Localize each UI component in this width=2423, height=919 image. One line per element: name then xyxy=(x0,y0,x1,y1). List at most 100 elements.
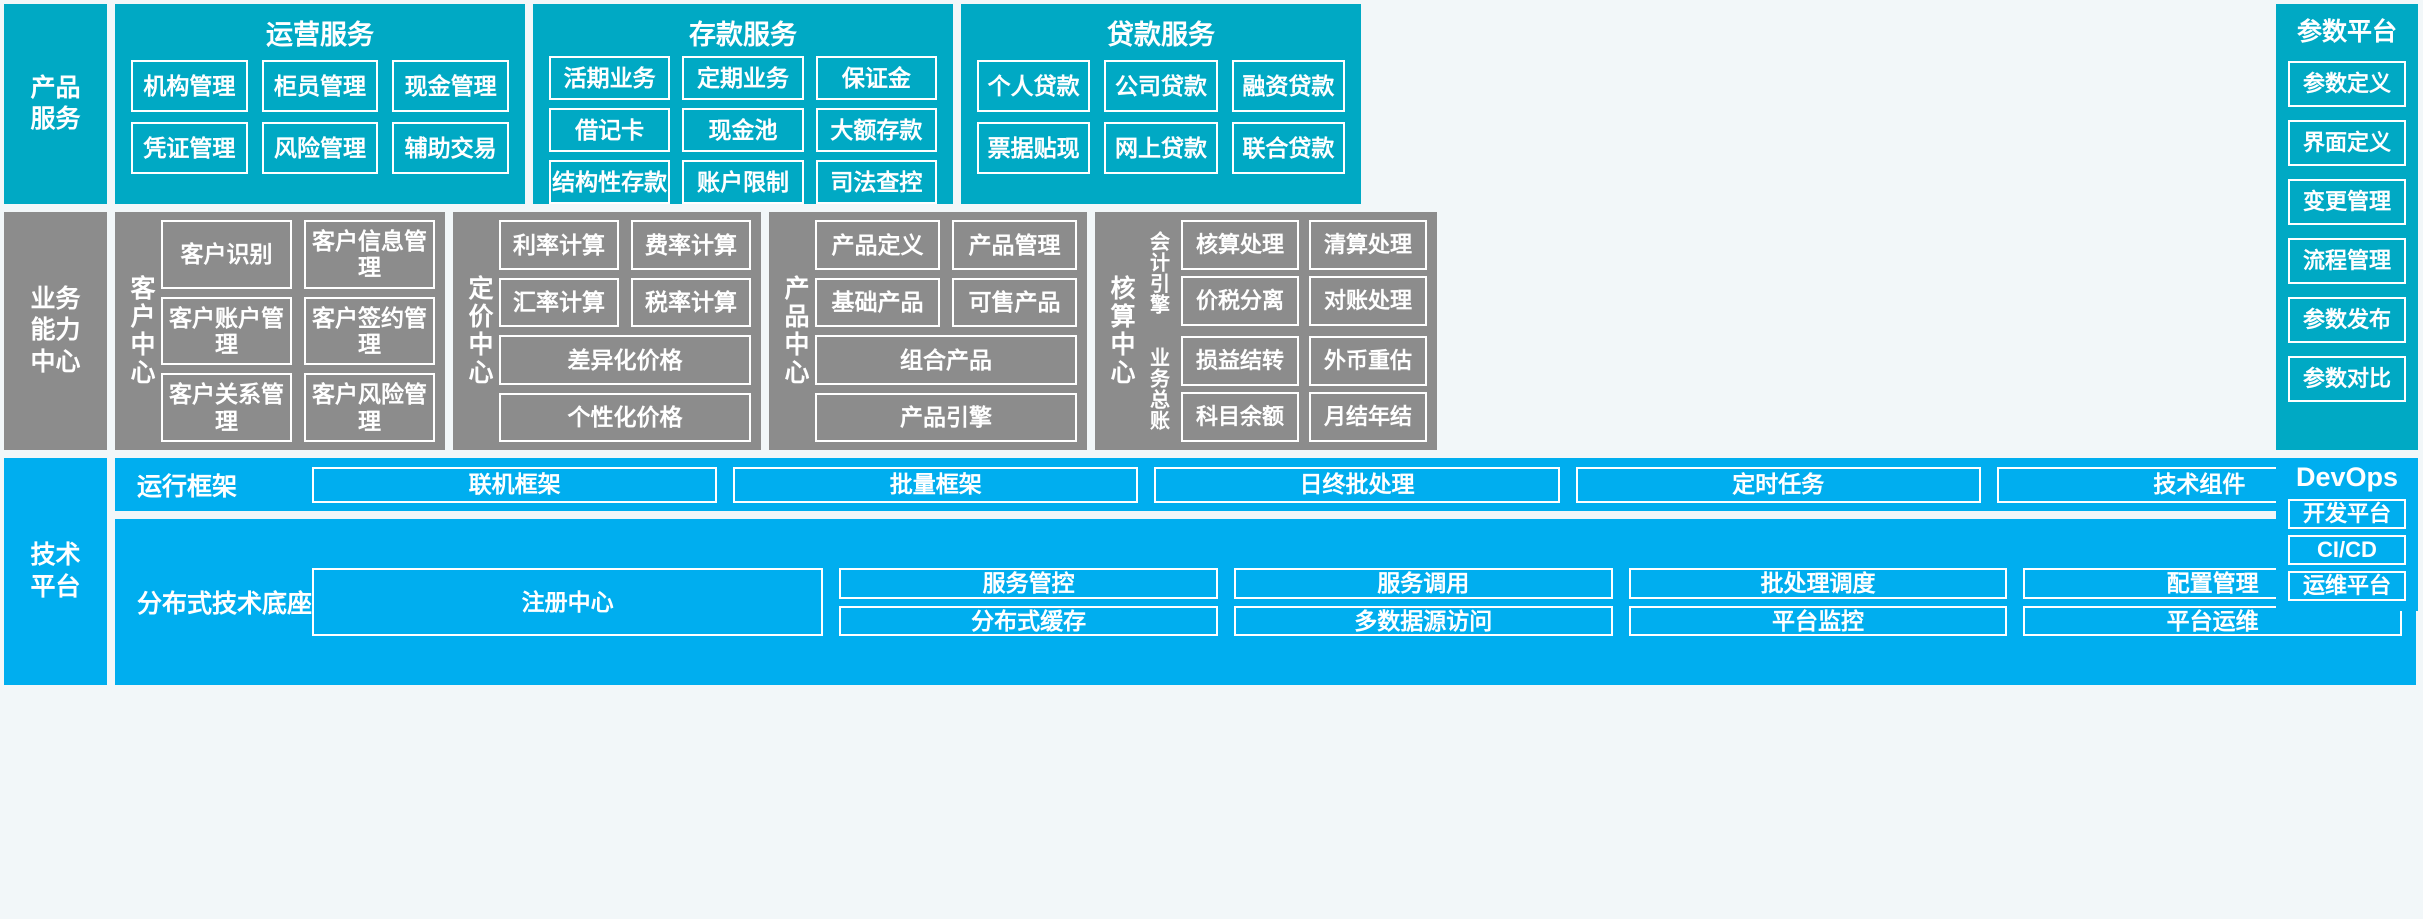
cell-distributed-cache[interactable]: 分布式缓存 xyxy=(839,605,1218,636)
cell-process-management[interactable]: 流程管理 xyxy=(2288,238,2406,284)
cell-demand-business[interactable]: 活期业务 xyxy=(549,56,671,100)
cell-ops-platform[interactable]: 运维平台 xyxy=(2288,571,2406,601)
cell-batch-scheduling[interactable]: 批处理调度 xyxy=(1628,568,2008,599)
cell-customer-contract-mgmt[interactable]: 客户签约管理 xyxy=(304,296,435,366)
cell-time-business[interactable]: 定期业务 xyxy=(682,56,804,100)
cell-interface-definition[interactable]: 界面定义 xyxy=(2288,120,2406,166)
panel-accounting-center[interactable]: 核算中心 会计引擎 核算处理 清算处理 价税分离 对账处理 业务总账 损益结转 … xyxy=(1095,212,1437,450)
cell-service-invocation[interactable]: 服务调用 xyxy=(1233,568,1613,599)
row-distributed-technology-base[interactable]: 分布式技术底座 注册中心 服务管控 服务调用 批处理调度 配置管理 分布式缓存 … xyxy=(115,519,2416,685)
cell-financing-loan[interactable]: 融资贷款 xyxy=(1231,60,1345,112)
cell-structured-deposit[interactable]: 结构性存款 xyxy=(549,160,671,204)
cell-foreign-currency-revaluation[interactable]: 外币重估 xyxy=(1309,336,1427,386)
accounting-center-inner: 会计引擎 核算处理 清算处理 价税分离 对账处理 业务总账 损益结转 外币重估 … xyxy=(1141,220,1427,442)
panel-pricing-center[interactable]: 定价中心 利率计算 费率计算 汇率计算 税率计算 差异化价格 个性化价格 xyxy=(453,212,761,450)
cell-technical-component[interactable]: 技术组件 xyxy=(1996,466,2402,503)
cell-price-tax-separation[interactable]: 价税分离 xyxy=(1181,276,1299,326)
panel-loan-service[interactable]: 贷款服务 个人贷款 公司贷款 融资贷款 票据贴现 网上贷款 联合贷款 xyxy=(961,4,1361,204)
cell-configuration-mgmt[interactable]: 配置管理 xyxy=(2023,568,2402,599)
cell-sellable-product[interactable]: 可售产品 xyxy=(952,277,1077,327)
cell-risk-mgmt[interactable]: 风险管理 xyxy=(261,122,379,174)
cell-parameter-definition[interactable]: 参数定义 xyxy=(2288,61,2406,107)
cell-margin-deposit[interactable]: 保证金 xyxy=(815,56,937,100)
band-label-business-capability: 业务 能力 中心 xyxy=(4,212,107,450)
cell-month-year-end-closing[interactable]: 月结年结 xyxy=(1309,392,1427,442)
row-runtime-framework[interactable]: 运行框架 联机框架 批量框架 日终批处理 定时任务 技术组件 xyxy=(115,458,2416,511)
vlabel-business-ledger: 业务总账 xyxy=(1146,347,1169,431)
cell-customer-risk-mgmt[interactable]: 客户风险管理 xyxy=(304,373,435,442)
business-capability-band: 业务 能力 中心 客户中心 客户识别 客户信息管理 客户账户管理 客户签约管理 … xyxy=(4,212,2416,450)
panel-operation-service[interactable]: 运营服务 机构管理 柜员管理 现金管理 凭证管理 风险管理 辅助交易 xyxy=(115,4,525,204)
cell-batch-framework[interactable]: 批量框架 xyxy=(733,466,1139,503)
cell-cash-pool[interactable]: 现金池 xyxy=(682,108,804,152)
cell-judicial-control[interactable]: 司法查控 xyxy=(815,160,937,204)
cell-tax-rate-calc[interactable]: 税率计算 xyxy=(631,277,751,327)
cell-interest-rate-calc[interactable]: 利率计算 xyxy=(499,220,619,270)
cell-customer-info-mgmt[interactable]: 客户信息管理 xyxy=(304,220,435,289)
cell-teller-mgmt[interactable]: 柜员管理 xyxy=(261,60,379,112)
cell-platform-monitoring[interactable]: 平台监控 xyxy=(1628,605,2008,636)
panel-devops[interactable]: DevOps 开发平台 CI/CD 运维平台 xyxy=(2276,458,2418,611)
cell-parameter-publish[interactable]: 参数发布 xyxy=(2288,297,2406,343)
cell-org-mgmt[interactable]: 机构管理 xyxy=(131,60,248,112)
panel-customer-center[interactable]: 客户中心 客户识别 客户信息管理 客户账户管理 客户签约管理 客户关系管理 客户… xyxy=(115,212,445,450)
operation-service-grid: 机构管理 柜员管理 现金管理 凭证管理 风险管理 辅助交易 xyxy=(115,52,525,186)
right-column: 参数平台 参数定义 界面定义 变更管理 流程管理 参数发布 参数对比 DevOp… xyxy=(2276,4,2418,611)
cell-cash-mgmt[interactable]: 现金管理 xyxy=(392,60,509,112)
panel-title-operation-service: 运营服务 xyxy=(266,20,374,50)
panel-deposit-service[interactable]: 存款服务 活期业务 定期业务 保证金 借记卡 现金池 大额存款 结构性存款 账户… xyxy=(533,4,953,204)
rowlabel-runtime-framework: 运行框架 xyxy=(137,472,238,501)
cell-composite-product[interactable]: 组合产品 xyxy=(815,335,1077,385)
cell-differentiated-price[interactable]: 差异化价格 xyxy=(499,335,751,385)
cell-service-governance[interactable]: 服务管控 xyxy=(839,568,1218,599)
cell-corporate-loan[interactable]: 公司贷款 xyxy=(1104,60,1218,112)
cell-voucher-mgmt[interactable]: 凭证管理 xyxy=(131,122,248,174)
cell-customer-relation-mgmt[interactable]: 客户关系管理 xyxy=(161,373,292,442)
cell-scheduled-task[interactable]: 定时任务 xyxy=(1575,466,1981,503)
cell-change-management[interactable]: 变更管理 xyxy=(2288,179,2406,225)
cell-personalized-price[interactable]: 个性化价格 xyxy=(499,392,751,442)
cell-accounting-processing[interactable]: 核算处理 xyxy=(1181,220,1299,270)
subgroup-accounting-engine: 会计引擎 核算处理 清算处理 价税分离 对账处理 xyxy=(1141,220,1427,326)
business-ledger-grid: 损益结转 外币重估 科目余额 月结年结 xyxy=(1181,336,1427,442)
cell-ci-cd[interactable]: CI/CD xyxy=(2288,535,2406,565)
cell-auxiliary-txn[interactable]: 辅助交易 xyxy=(392,122,509,174)
vlabel-accounting-engine: 会计引擎 xyxy=(1146,231,1169,315)
cell-exchange-rate-calc[interactable]: 汇率计算 xyxy=(499,277,619,327)
cell-joint-loan[interactable]: 联合贷款 xyxy=(1231,122,1345,174)
cell-reconciliation-processing[interactable]: 对账处理 xyxy=(1309,276,1427,326)
cell-product-definition[interactable]: 产品定义 xyxy=(815,220,940,270)
cell-debit-card[interactable]: 借记卡 xyxy=(549,108,671,152)
cell-large-deposit[interactable]: 大额存款 xyxy=(815,108,937,152)
cell-online-loan[interactable]: 网上贷款 xyxy=(1104,122,1218,174)
cell-bill-discount[interactable]: 票据贴现 xyxy=(977,122,1091,174)
cell-online-framework[interactable]: 联机框架 xyxy=(312,466,718,503)
cell-multi-datasource-access[interactable]: 多数据源访问 xyxy=(1233,605,1613,636)
cell-parameter-compare[interactable]: 参数对比 xyxy=(2288,356,2406,402)
cell-platform-operations[interactable]: 平台运维 xyxy=(2023,605,2402,636)
panel-parameter-platform[interactable]: 参数平台 参数定义 界面定义 变更管理 流程管理 参数发布 参数对比 xyxy=(2276,4,2418,450)
cell-profit-loss-carryover[interactable]: 损益结转 xyxy=(1181,336,1299,386)
cell-customer-account-mgmt[interactable]: 客户账户管理 xyxy=(161,296,292,366)
cell-product-management[interactable]: 产品管理 xyxy=(952,220,1077,270)
cell-account-restriction[interactable]: 账户限制 xyxy=(682,160,804,204)
cell-fee-rate-calc[interactable]: 费率计算 xyxy=(631,220,751,270)
cell-customer-identification[interactable]: 客户识别 xyxy=(161,220,292,289)
cell-product-engine[interactable]: 产品引擎 xyxy=(815,392,1077,442)
cell-basic-product[interactable]: 基础产品 xyxy=(815,277,940,327)
pricing-center-grid: 利率计算 费率计算 汇率计算 税率计算 差异化价格 个性化价格 xyxy=(499,220,751,442)
cell-development-platform[interactable]: 开发平台 xyxy=(2288,499,2406,529)
vlabel-accounting-center: 核算中心 xyxy=(1107,275,1135,387)
panel-product-center[interactable]: 产品中心 产品定义 产品管理 基础产品 可售产品 组合产品 产品引擎 xyxy=(769,212,1087,450)
cell-eod-batch-processing[interactable]: 日终批处理 xyxy=(1154,466,1560,503)
technology-rows: 运行框架 联机框架 批量框架 日终批处理 定时任务 技术组件 分布式技术底座 注… xyxy=(115,458,2416,685)
subgroup-business-ledger: 业务总账 损益结转 外币重估 科目余额 月结年结 xyxy=(1141,336,1427,442)
cell-registry-center[interactable]: 注册中心 xyxy=(312,568,824,636)
cell-personal-loan[interactable]: 个人贷款 xyxy=(977,60,1091,112)
band-label-text: 技术 平台 xyxy=(30,541,81,601)
cell-settlement-processing[interactable]: 清算处理 xyxy=(1309,220,1427,270)
cell-subject-balance[interactable]: 科目余额 xyxy=(1181,392,1299,442)
vlabel-customer-center: 客户中心 xyxy=(127,275,155,387)
product-service-band: 产品 服务 运营服务 机构管理 柜员管理 现金管理 凭证管理 风险管理 辅助交易… xyxy=(4,4,2416,204)
